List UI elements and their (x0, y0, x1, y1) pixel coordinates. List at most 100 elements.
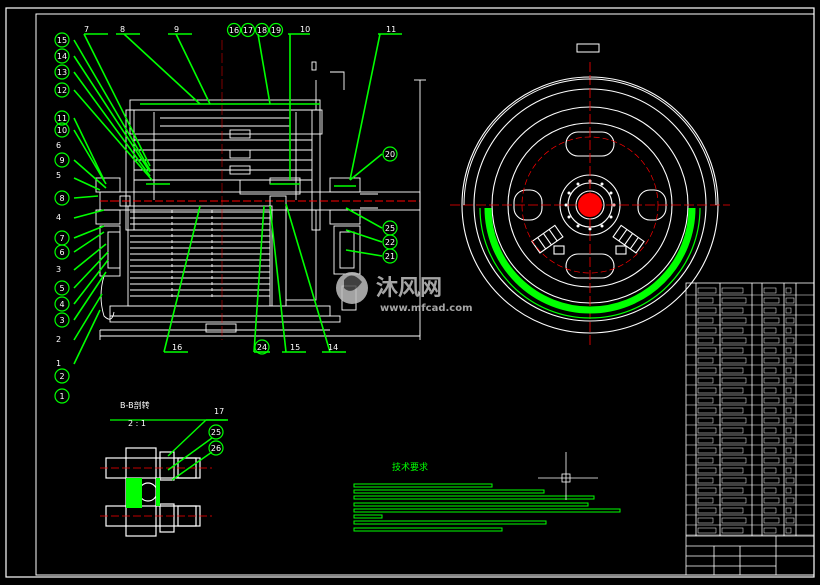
technical-requirements-lines (353, 483, 621, 532)
parts-cell-mark (785, 337, 795, 344)
sheet-label-box (576, 43, 600, 53)
part-balloon-4: 4 (54, 296, 70, 312)
section-label-17: 17 (214, 407, 224, 416)
parts-cell-mark (721, 507, 744, 514)
part-balloon-15: 15 (54, 32, 70, 48)
parts-cell-mark (763, 357, 780, 364)
svg-text:21: 21 (385, 252, 395, 261)
parts-cell-mark (763, 327, 777, 334)
svg-text:2: 2 (59, 372, 64, 381)
leader-lines-front (73, 33, 402, 365)
parts-cell-mark (785, 507, 792, 514)
section-balloon-25: 25 (208, 424, 224, 440)
part-balloon-top-17: 17 (240, 22, 256, 38)
part-label-3: 3 (56, 265, 61, 274)
parts-cell-mark (721, 337, 747, 344)
parts-cell-mark (697, 447, 717, 454)
parts-cell-mark (763, 377, 780, 384)
parts-cell-mark (785, 317, 795, 324)
parts-cell-mark (785, 387, 792, 394)
cursor-crosshair (538, 452, 598, 500)
parts-cell-mark (763, 497, 780, 504)
part-balloon-5: 5 (54, 280, 70, 296)
svg-text:18: 18 (257, 26, 267, 35)
parts-cell-mark (721, 287, 744, 294)
part-balloon-top-16: 16 (226, 22, 242, 38)
parts-cell-mark (785, 497, 795, 504)
parts-cell-mark (785, 307, 792, 314)
parts-cell-mark (763, 467, 777, 474)
parts-cell-mark (721, 437, 747, 444)
parts-cell-mark (763, 527, 777, 534)
parts-cell-mark (721, 307, 744, 314)
section-b-b-hatch (126, 478, 160, 508)
parts-cell-mark (697, 497, 714, 504)
part-balloon-right-21: 21 (382, 248, 398, 264)
parts-cell-mark (697, 427, 717, 434)
parts-cell-mark (721, 327, 744, 334)
parts-cell-mark (785, 517, 795, 524)
parts-cell-mark (697, 317, 714, 324)
parts-cell-mark (721, 377, 747, 384)
part-balloon-bottom-24: 24 (254, 339, 270, 355)
part-balloon-right-25: 25 (382, 220, 398, 236)
svg-text:12: 12 (57, 86, 67, 95)
parts-cell-mark (785, 447, 792, 454)
parts-cell-mark (697, 487, 717, 494)
parts-cell-mark (785, 527, 792, 534)
svg-text:6: 6 (59, 248, 64, 257)
svg-text:26: 26 (211, 444, 221, 453)
parts-cell-mark (697, 307, 717, 314)
parts-cell-mark (721, 477, 747, 484)
part-balloon-9: 9 (54, 152, 70, 168)
parts-cell-mark (763, 447, 777, 454)
part-balloon-right-20: 20 (382, 146, 398, 162)
parts-cell-mark (785, 407, 792, 414)
svg-text:3: 3 (59, 316, 64, 325)
technical-requirements-title: 技术要求 (392, 461, 428, 473)
parts-cell-mark (763, 477, 780, 484)
svg-text:10: 10 (57, 126, 67, 135)
parts-cell-mark (721, 517, 747, 524)
part-label-bottom-14: 14 (328, 343, 338, 352)
parts-cell-mark (697, 467, 717, 474)
parts-cell-mark (721, 317, 747, 324)
part-balloon-11: 11 (54, 110, 70, 126)
parts-cell-mark (763, 287, 777, 294)
parts-cell-mark (697, 297, 714, 304)
svg-text:7: 7 (59, 234, 64, 243)
parts-cell-mark (785, 347, 792, 354)
section-balloon-26: 26 (208, 440, 224, 456)
parts-cell-mark (721, 467, 744, 474)
parts-cell-mark (721, 357, 747, 364)
parts-cell-mark (785, 437, 795, 444)
parts-cell-mark (697, 367, 717, 374)
part-balloon-right-22: 22 (382, 234, 398, 250)
part-label-1: 1 (56, 359, 61, 368)
part-label-top-8: 8 (120, 25, 125, 34)
part-label-top-9: 9 (174, 25, 179, 34)
part-balloon-1: 1 (54, 388, 70, 404)
parts-cell-mark (763, 387, 777, 394)
parts-cell-mark (785, 287, 792, 294)
section-b-b-view (105, 419, 226, 537)
parts-cell-mark (785, 377, 795, 384)
part-label-6: 6 (56, 141, 61, 150)
watermark (336, 272, 368, 304)
parts-cell-mark (721, 407, 744, 414)
svg-text:11: 11 (57, 114, 67, 123)
parts-cell-mark (763, 397, 780, 404)
parts-cell-mark (763, 427, 777, 434)
parts-cell-mark (721, 367, 744, 374)
part-balloon-top-18: 18 (254, 22, 270, 38)
parts-cell-mark (721, 457, 747, 464)
parts-cell-mark (721, 487, 744, 494)
parts-cell-mark (697, 417, 714, 424)
parts-cell-mark (785, 467, 792, 474)
parts-cell-mark (697, 337, 714, 344)
parts-cell-mark (785, 357, 795, 364)
part-balloon-top-19: 19 (268, 22, 284, 38)
svg-text:9: 9 (59, 156, 64, 165)
